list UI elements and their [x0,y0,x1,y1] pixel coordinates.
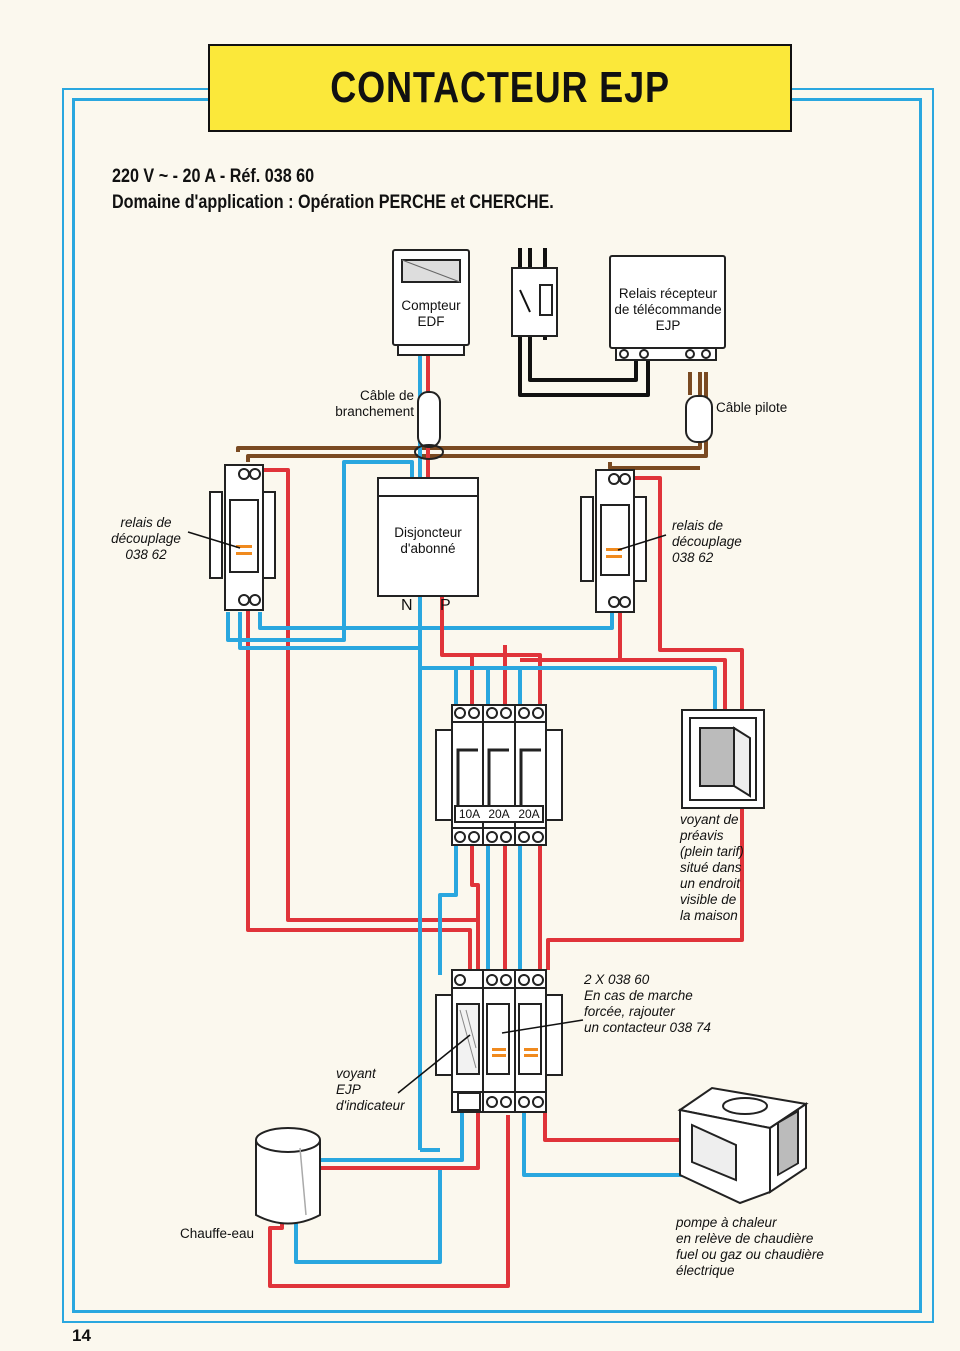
relais-recepteur-line2: de télécommande [614,302,722,317]
note-line1: 2 X 038 60 [584,972,650,987]
voyant-preavis-line6: visible de [680,892,737,907]
pompe-chaleur-label: pompe à chaleur en relève de chaudière f… [676,1215,824,1279]
neutral-wire [418,596,458,705]
neutral-wire [438,845,458,975]
voyant-ejp-line2: EJP [336,1082,361,1097]
voyant-preavis-line5: un endroit [680,876,741,891]
contactor-note: 2 X 038 60 En cas de marche forcée, rajo… [584,972,711,1036]
voyant-preavis [681,709,765,809]
phase-wire [260,468,476,922]
subtitle-line-1: 220 V ~ - 20 A - Réf. 038 60 [112,166,315,187]
phase-wire [440,596,474,705]
relais-left-line1: relais de [120,515,172,530]
relay-left [209,464,276,611]
cable-branchement [414,391,444,460]
cable-branchement-line2: branchement [335,404,414,419]
cable-branchement-label: Câble de branchement [322,388,414,420]
phase-wire [268,1110,510,1288]
disjoncteur-line1: Disjoncteur [394,525,462,540]
phase-wire [246,608,472,970]
relais-right-line3: 038 62 [672,550,714,565]
pompe-line1: pompe à chaleur [676,1215,777,1230]
voyant-preavis-line7: la maison [680,908,738,923]
note-line2: En cas de marche [584,988,693,1003]
voyant-preavis-line4: situé dans [680,860,742,875]
pilot-wire [608,462,700,470]
neutral-wire [238,612,422,1150]
page-title: CONTACTEUR EJP [330,63,670,112]
phase-wire [546,476,744,970]
relais-recepteur-label: Relais récepteur de télécommande EJP [606,286,730,334]
meter-label-line2: EDF [417,314,445,329]
pilot-wire [236,372,702,452]
relais-right-label: relais de découplage 038 62 [672,518,742,566]
rating-20a-1: 20A [488,807,510,821]
relais-left-line2: découplage [111,531,181,546]
title-box: CONTACTEUR EJP [208,44,792,132]
phase-wire [520,612,622,662]
relais-recepteur-line1: Relais récepteur [618,286,718,301]
phase-wire [470,845,480,975]
meter-label: Compteur EDF [393,298,469,330]
phase-wire [543,1112,690,1142]
relay-right [580,469,647,613]
voyant-ejp-label: voyant EJP d'indicateur [336,1066,405,1114]
page-number: 14 [72,1326,91,1345]
voyant-preavis-label: voyant de préavis (plein tarif) situé da… [680,812,744,924]
contactor-top [435,704,563,846]
voyant-ejp-line3: d'indicateur [336,1098,405,1113]
voyant-ejp-line1: voyant [336,1066,376,1081]
phase-label: P [440,597,451,614]
cable-pilote-label: Câble pilote [716,400,788,415]
rating-10a: 10A [458,807,481,821]
disjoncteur-abonne [377,477,479,597]
switch-box [511,267,558,337]
phase-wire [472,653,542,705]
meter-edf [392,249,470,356]
relais-recepteur [609,255,726,361]
disjoncteur-line2: d'abonné [400,541,456,556]
note-line4: un contacteur 038 74 [584,1020,711,1035]
note-line3: forcée, rajouter [584,1004,675,1019]
voyant-preavis-line3: (plein tarif) [680,844,744,859]
chauffe-eau-label: Chauffe-eau [180,1226,255,1241]
relais-left-label: relais de découplage 038 62 [106,515,186,563]
rating-20a-2: 20A [518,807,540,821]
phase-wire [540,658,727,710]
neutral-wire [226,460,414,642]
pompe-line2: en relève de chaudière [676,1231,814,1246]
relais-right-line1: relais de [672,518,724,533]
contactor-bottom [435,969,563,1113]
pompe-line4: électrique [676,1263,735,1278]
chauffe-eau [255,1127,321,1225]
neutral-wire [456,666,717,710]
subtitle-line-2: Domaine d'application : Opération PERCHE… [112,192,554,213]
meter-label-line1: Compteur [401,298,461,313]
relais-recepteur-line3: EJP [655,318,681,333]
neutral-label: N [401,597,413,614]
pompe-chaleur [677,1086,809,1205]
pompe-line3: fuel ou gaz ou chaudière [676,1247,824,1262]
cable-pilote [685,395,713,443]
disjoncteur-label: Disjoncteur d'abonné [378,525,478,557]
relais-left-line3: 038 62 [125,547,167,562]
relais-right-line2: découplage [672,534,742,549]
cable-branchement-line1: Câble de [359,388,414,403]
voyant-preavis-line1: voyant de [680,812,739,827]
voyant-preavis-line2: préavis [680,828,724,843]
neutral-wire [258,612,614,630]
